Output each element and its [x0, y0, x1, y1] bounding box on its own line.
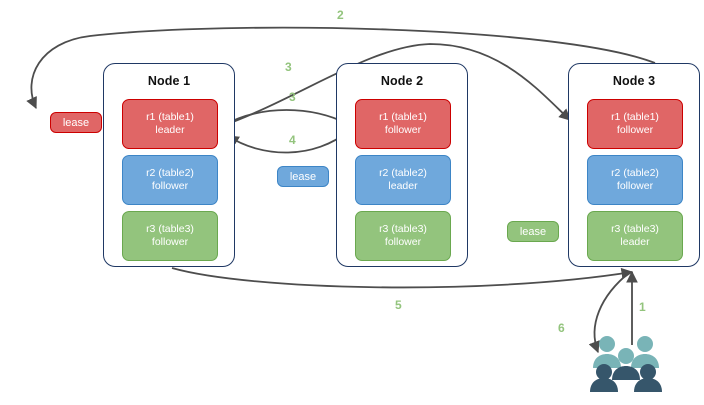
node-1-title: Node 1: [147, 74, 191, 88]
step-label-4: 4: [289, 133, 296, 147]
step-label-2: 2: [337, 8, 344, 22]
node-3-replica-r2[interactable]: r2 (table2) follower: [587, 155, 683, 205]
node-3-replica-r3[interactable]: r3 (table3) leader: [587, 211, 683, 261]
node-2-replica-r2[interactable]: r2 (table2) leader: [355, 155, 451, 205]
node-1-replica-r3-name: r3 (table3): [146, 223, 194, 236]
node-1-replica-r1[interactable]: r1 (table1) leader: [122, 99, 218, 149]
node-3-replica-r1-name: r1 (table1): [611, 111, 659, 124]
node-2-replica-r1-role: follower: [384, 124, 422, 136]
node-2-replica-r3-name: r3 (table3): [379, 223, 427, 236]
node-3-replica-r2-name: r2 (table2): [611, 167, 659, 180]
node-box-2[interactable]: Node 2 r1 (table1) follower r2 (table2) …: [336, 63, 468, 267]
node-3-replica-r1[interactable]: r1 (table1) follower: [587, 99, 683, 149]
lease-chip-blue[interactable]: lease: [277, 166, 329, 187]
node-2-replica-r2-name: r2 (table2): [379, 167, 427, 180]
lease-chip-green[interactable]: lease: [507, 221, 559, 242]
step-label-6: 6: [558, 321, 565, 335]
step-label-5: 5: [395, 298, 402, 312]
node-1-replica-r2-name: r2 (table2): [146, 167, 194, 180]
node-3-title: Node 3: [612, 74, 656, 88]
lease-chip-red[interactable]: lease: [50, 112, 102, 133]
node-1-replica-r1-name: r1 (table1): [146, 111, 194, 124]
node-2-replica-r3[interactable]: r3 (table3) follower: [355, 211, 451, 261]
node-2-title: Node 2: [380, 74, 424, 88]
node-3-replica-r3-name: r3 (table3): [611, 223, 659, 236]
arrow-step-5: [171, 267, 634, 289]
node-2-replica-r1-name: r1 (table1): [379, 111, 427, 124]
step-label-3-upper: 3: [285, 60, 292, 74]
node-2-replica-r3-role: follower: [384, 236, 422, 248]
arrow-step-3-to-node2: [221, 109, 350, 127]
node-box-1[interactable]: Node 1 r1 (table1) leader r2 (table2) fo…: [103, 63, 235, 267]
node-1-replica-r2[interactable]: r2 (table2) follower: [122, 155, 218, 205]
step-label-1: 1: [639, 300, 646, 314]
node-2-replica-r1[interactable]: r1 (table1) follower: [355, 99, 451, 149]
node-1-replica-r2-role: follower: [151, 180, 189, 192]
node-3-replica-r3-role: leader: [620, 236, 650, 248]
node-1-replica-r1-role: leader: [155, 124, 185, 136]
node-3-replica-r2-role: follower: [616, 180, 654, 192]
node-2-replica-r2-role: leader: [388, 180, 418, 192]
node-box-3[interactable]: Node 3 r1 (table1) follower r2 (table2) …: [568, 63, 700, 267]
users-group-icon: [590, 334, 662, 392]
step-label-3-lower: 3: [289, 90, 296, 104]
node-1-replica-r3-role: follower: [151, 236, 189, 248]
node-1-replica-r3[interactable]: r3 (table3) follower: [122, 211, 218, 261]
node-3-replica-r1-role: follower: [616, 124, 654, 136]
